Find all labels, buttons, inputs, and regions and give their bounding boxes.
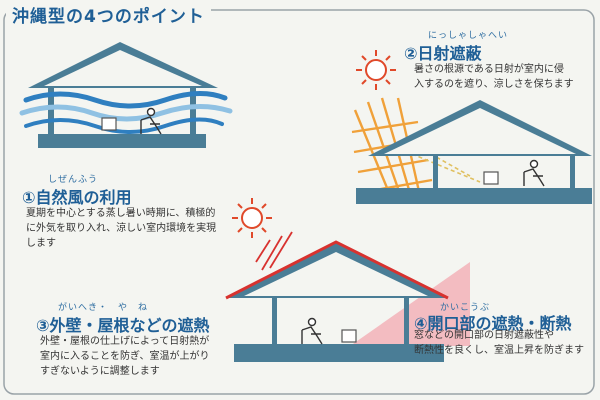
point-number: ① [22,188,36,207]
point-description: 夏期を中心とする蒸し暑い時期に、積極的 に外気を取り入れ、涼しい室内環境を実現 … [26,206,216,251]
description-line: 断熱性を良くし、室温上昇を防ぎます [414,345,584,356]
point-number: ② [404,44,418,63]
house-icon [28,42,218,148]
point-description: 窓などの開口部の日射遮蔽性や 断熱性を良くし、室温上昇を防ぎます [414,328,584,358]
point-heading: ①自然風の利用 [22,184,132,208]
page-title: 沖縄型の4つのポイント [6,2,211,27]
point-ruby: にっしゃしゃへい [428,31,509,41]
person-in-chair-icon [301,317,323,345]
window-heat-wedge [350,262,470,346]
description-line: 窓などの開口部の日射遮蔽性や [414,330,554,341]
point-title: 開口部の遮熱・断熱 [427,314,572,333]
point-number: ③ [36,316,50,335]
description-line: 室内に入ることを防ぎ、室温が上がり [40,351,210,362]
point-description: 暑さの根源である日射が室内に侵 入するのを遮り、涼しさを保ちます [414,62,574,92]
person-in-chair-icon [523,159,545,187]
reflected-heat-arrows [255,231,293,271]
description-line: 夏期を中心とする蒸し暑い時期に、積極的 [26,208,216,219]
sun-icon [356,50,396,90]
wind-icon [19,91,233,134]
tv-icon [483,171,499,185]
point-ruby: がいへき・ や ね [58,303,149,313]
point-title: 自然風の利用 [35,188,132,207]
tv-icon [101,117,117,131]
point-title: 外壁・屋根などの遮熱 [49,316,210,335]
sun-icon [232,198,272,238]
description-line: 暑さの根源である日射が室内に侵 [414,64,564,75]
house-icon [225,240,449,362]
description-line: します [26,238,56,249]
person-in-chair-icon [140,107,162,135]
point-description: 外壁・屋根の仕上げによって日射熱が 室内に入ることを防ぎ、室温が上がり すぎない… [40,334,210,379]
point-heading: ④開口部の遮熱・断熱 [414,310,572,334]
point-ruby: しぜんふう [48,175,99,185]
description-line: に外気を取り入れ、涼しい室内環境を実現 [26,223,217,234]
point-ruby: かいこうぶ [440,303,491,313]
point-heading: ②日射遮蔽 [404,40,482,64]
point-title: 日射遮蔽 [417,44,482,63]
description-line: すぎないように調整します [40,366,160,377]
point-heading: ③外壁・屋根などの遮熱 [36,312,210,336]
description-line: 入するのを遮り、涼しさを保ちます [414,79,574,90]
description-line: 外壁・屋根の仕上げによって日射熱が [40,336,210,347]
house-icon [356,100,592,204]
point-number: ④ [414,314,428,333]
tv-icon [341,329,357,343]
